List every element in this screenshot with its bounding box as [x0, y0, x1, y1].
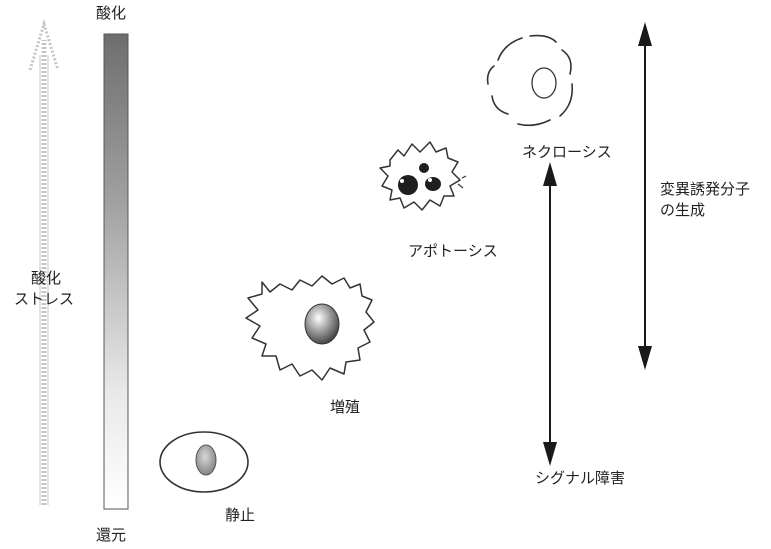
mutagen-label-line1: 変異誘発分子	[660, 180, 751, 198]
mutagen-label-line2: の生成	[660, 201, 706, 219]
mutagen-arrow	[638, 22, 652, 370]
apoptotic-cell	[379, 141, 467, 211]
necrotic-cell	[486, 34, 574, 127]
redox-gradient-bar	[103, 33, 129, 510]
proliferation-label: 増殖	[330, 398, 361, 416]
signal-disruption-label: シグナル障害	[535, 469, 626, 487]
necrosis-label: ネクローシス	[522, 143, 612, 161]
stress-label-line2: ストレス	[14, 290, 75, 308]
quiescent-cell	[159, 431, 249, 493]
proliferating-cell	[245, 275, 375, 381]
stress-axis-arrow	[28, 18, 60, 505]
signal-disruption-arrow	[543, 162, 557, 466]
oxidized-label: 酸化	[96, 4, 127, 22]
quiescent-label: 静止	[225, 506, 256, 524]
stress-label-line1: 酸化	[31, 269, 62, 287]
reduced-label: 還元	[96, 526, 127, 544]
apoptosis-label: アポトーシス	[408, 242, 498, 260]
